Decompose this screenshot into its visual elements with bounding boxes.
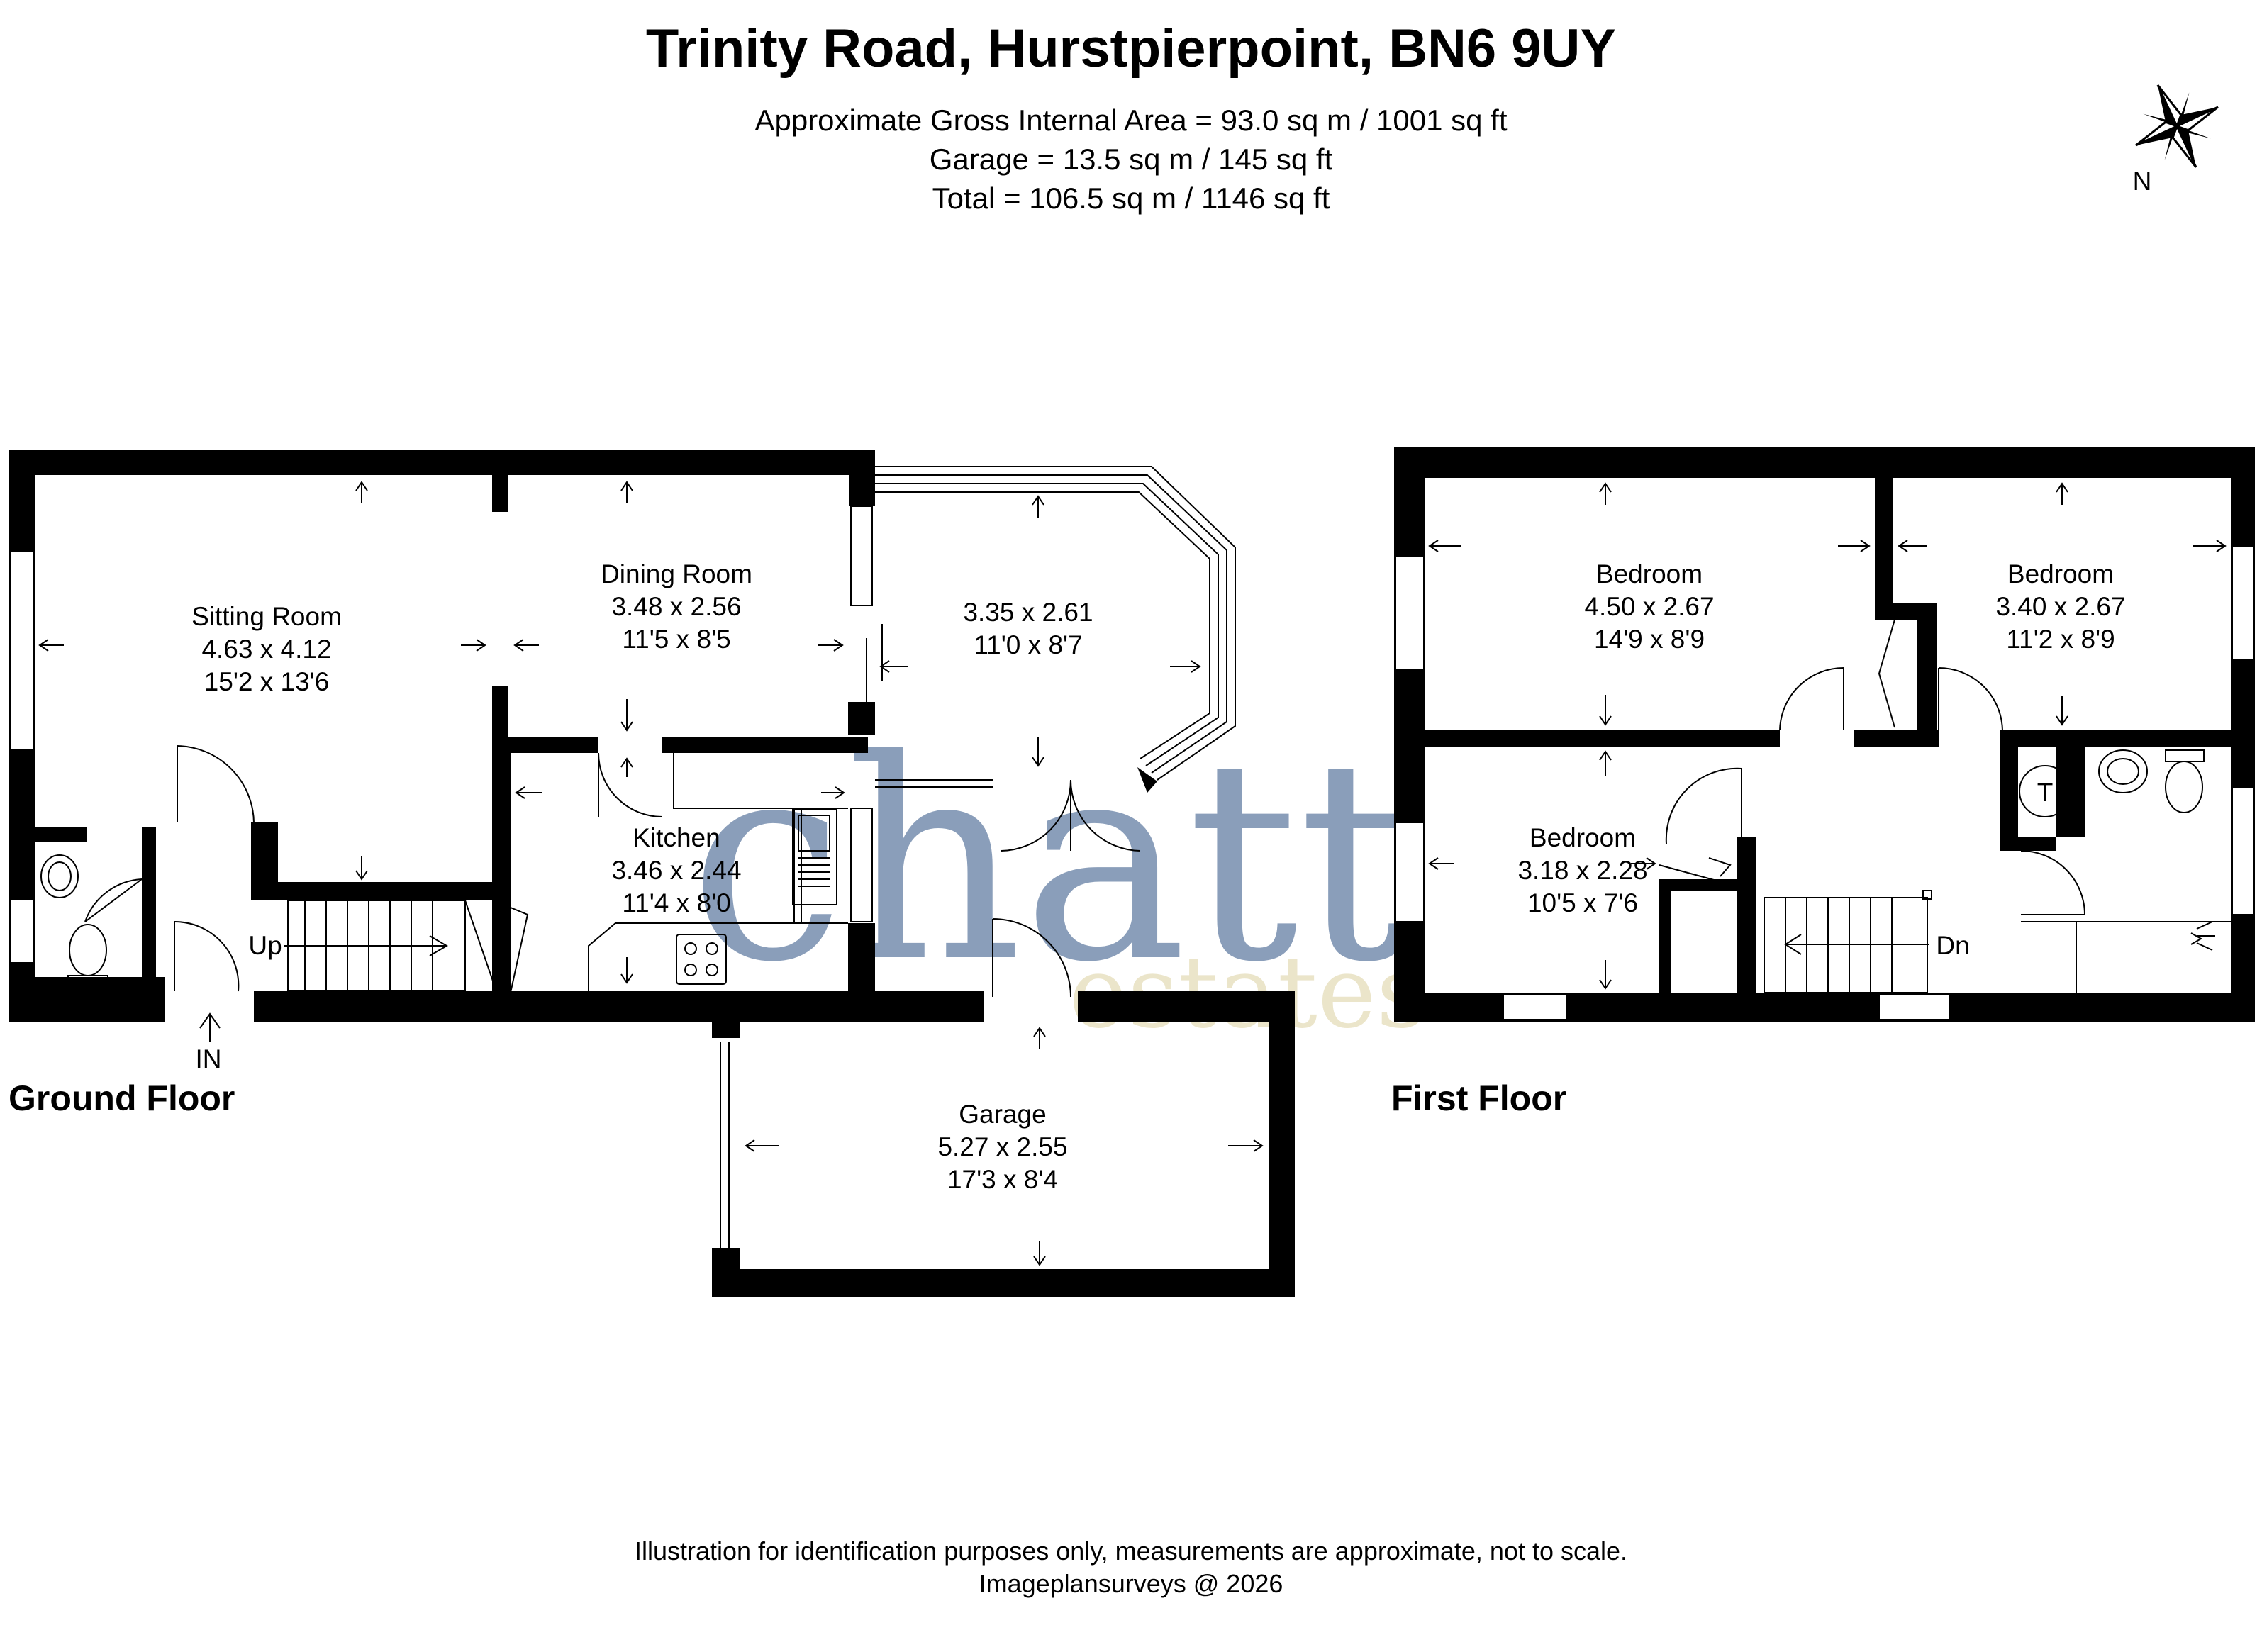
first-floor-walls — [1394, 447, 2255, 1022]
room-name: Dining Room — [601, 559, 752, 588]
room-label-bedroom-1: Bedroom 4.50 x 2.67 14'9 x 8'9 — [1584, 559, 1714, 654]
room-imperial: 15'2 x 13'6 — [204, 667, 330, 696]
stairs-down-label: Dn — [1936, 931, 1969, 960]
room-imperial: 11'2 x 8'9 — [2006, 625, 2115, 654]
room-label-garage: Garage 5.27 x 2.55 17'3 x 8'4 — [937, 1100, 1067, 1194]
compass-label: N — [2133, 167, 2152, 196]
room-name: Sitting Room — [191, 602, 342, 631]
room-metric: 4.63 x 4.12 — [201, 635, 331, 664]
first-floor-label: First Floor — [1391, 1078, 1566, 1118]
first-floor-stairs — [1764, 890, 1932, 993]
entrance-arrow-icon — [199, 1012, 221, 1042]
room-name: Bedroom — [1596, 559, 1703, 588]
ground-floor-dimension-arrows — [38, 481, 1264, 1266]
cylinder-cupboard-label: T — [2037, 778, 2054, 807]
room-imperial: 11'5 x 8'5 — [622, 625, 730, 654]
room-label-sitting-room: Sitting Room 4.63 x 4.12 15'2 x 13'6 — [191, 602, 342, 696]
ground-floor-label: Ground Floor — [9, 1078, 235, 1118]
room-metric: 5.27 x 2.55 — [937, 1132, 1067, 1161]
first-floor-doors — [1659, 619, 2085, 915]
room-imperial: 11'0 x 8'7 — [974, 630, 1082, 659]
room-label-bedroom-3: Bedroom 3.18 x 2.28 10'5 x 7'6 — [1517, 823, 1647, 917]
first-floor-windows — [1395, 545, 2254, 1020]
ground-floor-stairs — [284, 900, 497, 992]
room-label-dining-room: Dining Room 3.48 x 2.56 11'5 x 8'5 — [601, 559, 752, 654]
room-imperial: 11'4 x 8'0 — [622, 888, 730, 917]
page-title: Trinity Road, Hurstpierpoint, BN6 9UY — [646, 18, 1616, 79]
room-imperial: 17'3 x 8'4 — [947, 1165, 1058, 1194]
room-metric: 3.48 x 2.56 — [611, 592, 741, 621]
disclaimer: Illustration for identification purposes… — [635, 1536, 1627, 1566]
conservatory-bay — [875, 466, 1236, 793]
room-metric: 3.35 x 2.61 — [963, 598, 1093, 627]
credit: Imageplansurveys @ 2026 — [979, 1569, 1283, 1598]
room-label-kitchen: Kitchen 3.46 x 2.44 11'4 x 8'0 — [611, 823, 741, 917]
kitchen-fittings — [588, 753, 848, 991]
room-imperial: 14'9 x 8'9 — [1594, 625, 1705, 654]
watermark: chatt estates — [689, 701, 1427, 1051]
first-floor-dimension-arrows — [1428, 482, 2227, 990]
gross-area-line: Approximate Gross Internal Area = 93.0 s… — [754, 104, 1507, 137]
watermark-brand: chatt — [689, 701, 1410, 1022]
room-name: Kitchen — [633, 823, 720, 852]
garage-area-line: Garage = 13.5 sq m / 145 sq ft — [930, 143, 1333, 176]
room-name: Bedroom — [1530, 823, 1636, 852]
room-metric: 3.46 x 2.44 — [611, 856, 741, 885]
room-name: Garage — [959, 1100, 1046, 1129]
bathroom-fittings — [2019, 749, 2231, 993]
ground-floor-windows — [9, 506, 873, 1248]
entrance-label: IN — [196, 1044, 222, 1073]
room-metric: 3.18 x 2.28 — [1517, 856, 1647, 885]
total-area-line: Total = 106.5 sq m / 1146 sq ft — [932, 182, 1330, 215]
room-metric: 3.40 x 2.67 — [1995, 592, 2125, 621]
room-imperial: 10'5 x 7'6 — [1527, 888, 1638, 917]
ground-floor-doors — [84, 624, 1141, 998]
room-label-bedroom-2: Bedroom 3.40 x 2.67 11'2 x 8'9 — [1995, 559, 2125, 654]
room-name: Bedroom — [2007, 559, 2114, 588]
wc-fittings — [40, 854, 108, 988]
stairs-up-label: Up — [248, 931, 282, 960]
room-label-conservatory: 3.35 x 2.61 11'0 x 8'7 — [963, 598, 1093, 659]
room-metric: 4.50 x 2.67 — [1584, 592, 1714, 621]
